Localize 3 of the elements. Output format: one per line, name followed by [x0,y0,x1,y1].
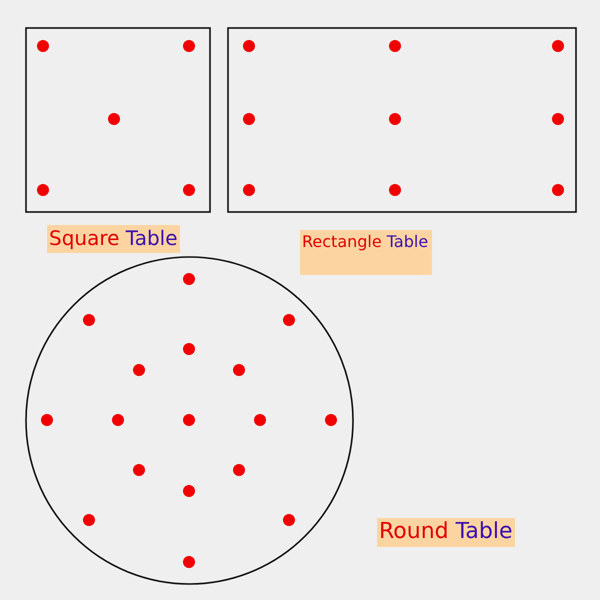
table-caption: Square Table [47,225,180,253]
table-caption: Round Table [377,518,514,548]
table-caption: Rectangle Table [300,230,432,276]
